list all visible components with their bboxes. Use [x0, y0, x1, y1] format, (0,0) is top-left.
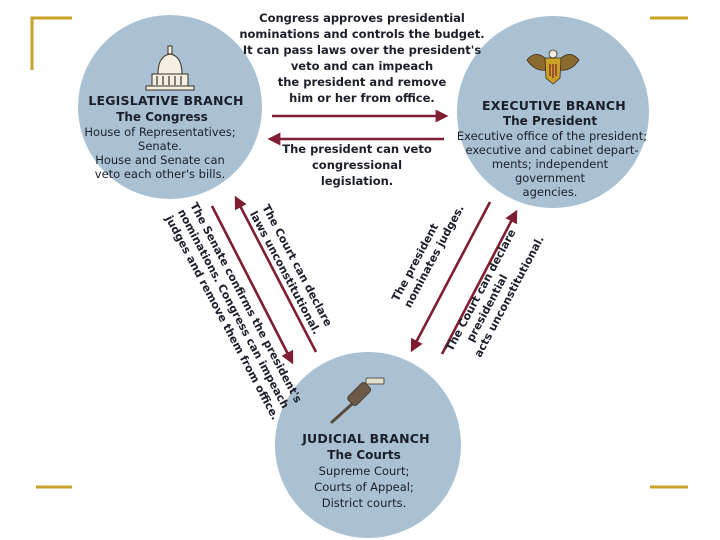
legislative-subtitle: The Congress [116, 110, 208, 124]
note-court-to-president: The Court can declare presidential acts … [443, 227, 547, 359]
corner-accent-top-left [30, 16, 72, 70]
note-line: congressional [312, 158, 402, 172]
arrow-senate-to-court [210, 205, 294, 365]
legislative-title: LEGISLATIVE BRANCH [88, 93, 243, 108]
eagle-seal-icon [526, 49, 580, 85]
note-line: Congress approves presidential [259, 11, 465, 25]
note-line: him or her from office. [289, 91, 435, 105]
note-line: veto and can impeach [291, 59, 433, 73]
executive-line: ments; independent [492, 157, 609, 171]
note-line: legislation. [321, 174, 393, 188]
executive-line: Executive office of the president; [457, 129, 647, 143]
legislative-line: House and Senate can [95, 153, 225, 167]
judicial-branch-node: JUDICIAL BRANCH The Courts Supreme Court… [275, 352, 461, 538]
executive-title: EXECUTIVE BRANCH [482, 98, 626, 113]
note-line: The president can veto [282, 142, 432, 156]
note-president-to-congress: The president can veto congressional leg… [282, 142, 432, 188]
judicial-line: Courts of Appeal; [314, 480, 414, 494]
judicial-title: JUDICIAL BRANCH [301, 431, 430, 446]
legislative-line: Senate. [138, 139, 182, 153]
executive-line: government [515, 171, 586, 185]
slide-corner-accents [30, 16, 688, 489]
note-line: nominations and controls the budget. [239, 27, 484, 41]
executive-subtitle: The President [503, 114, 597, 128]
judicial-line: Supreme Court; [319, 464, 410, 478]
note-line: the president and remove [278, 75, 447, 89]
arrow-court-to-congress [234, 195, 318, 353]
judicial-line: District courts. [322, 496, 407, 510]
judicial-subtitle: The Courts [327, 448, 400, 462]
gavel-icon [330, 377, 385, 424]
note-congress-to-president: Congress approves presidential nominatio… [239, 11, 484, 105]
legislative-circle [78, 15, 262, 199]
legislative-line: veto each other's bills. [95, 167, 225, 181]
executive-line: agencies. [523, 185, 578, 199]
arrow-court-to-president [440, 209, 518, 355]
executive-circle [457, 16, 649, 208]
note-president-to-court: The president nominates judges. [389, 203, 467, 310]
judicial-circle [275, 352, 461, 538]
executive-branch-node: EXECUTIVE BRANCH The President Executive… [457, 16, 649, 208]
arrow-president-to-court [410, 201, 492, 353]
legislative-branch-node: LEGISLATIVE BRANCH The Congress House of… [78, 15, 262, 199]
capitol-dome-icon [145, 45, 195, 91]
legislative-line: House of Representatives; [84, 125, 235, 139]
note-line: It can pass laws over the president's [243, 43, 481, 57]
executive-line: executive and cabinet depart- [465, 143, 638, 157]
